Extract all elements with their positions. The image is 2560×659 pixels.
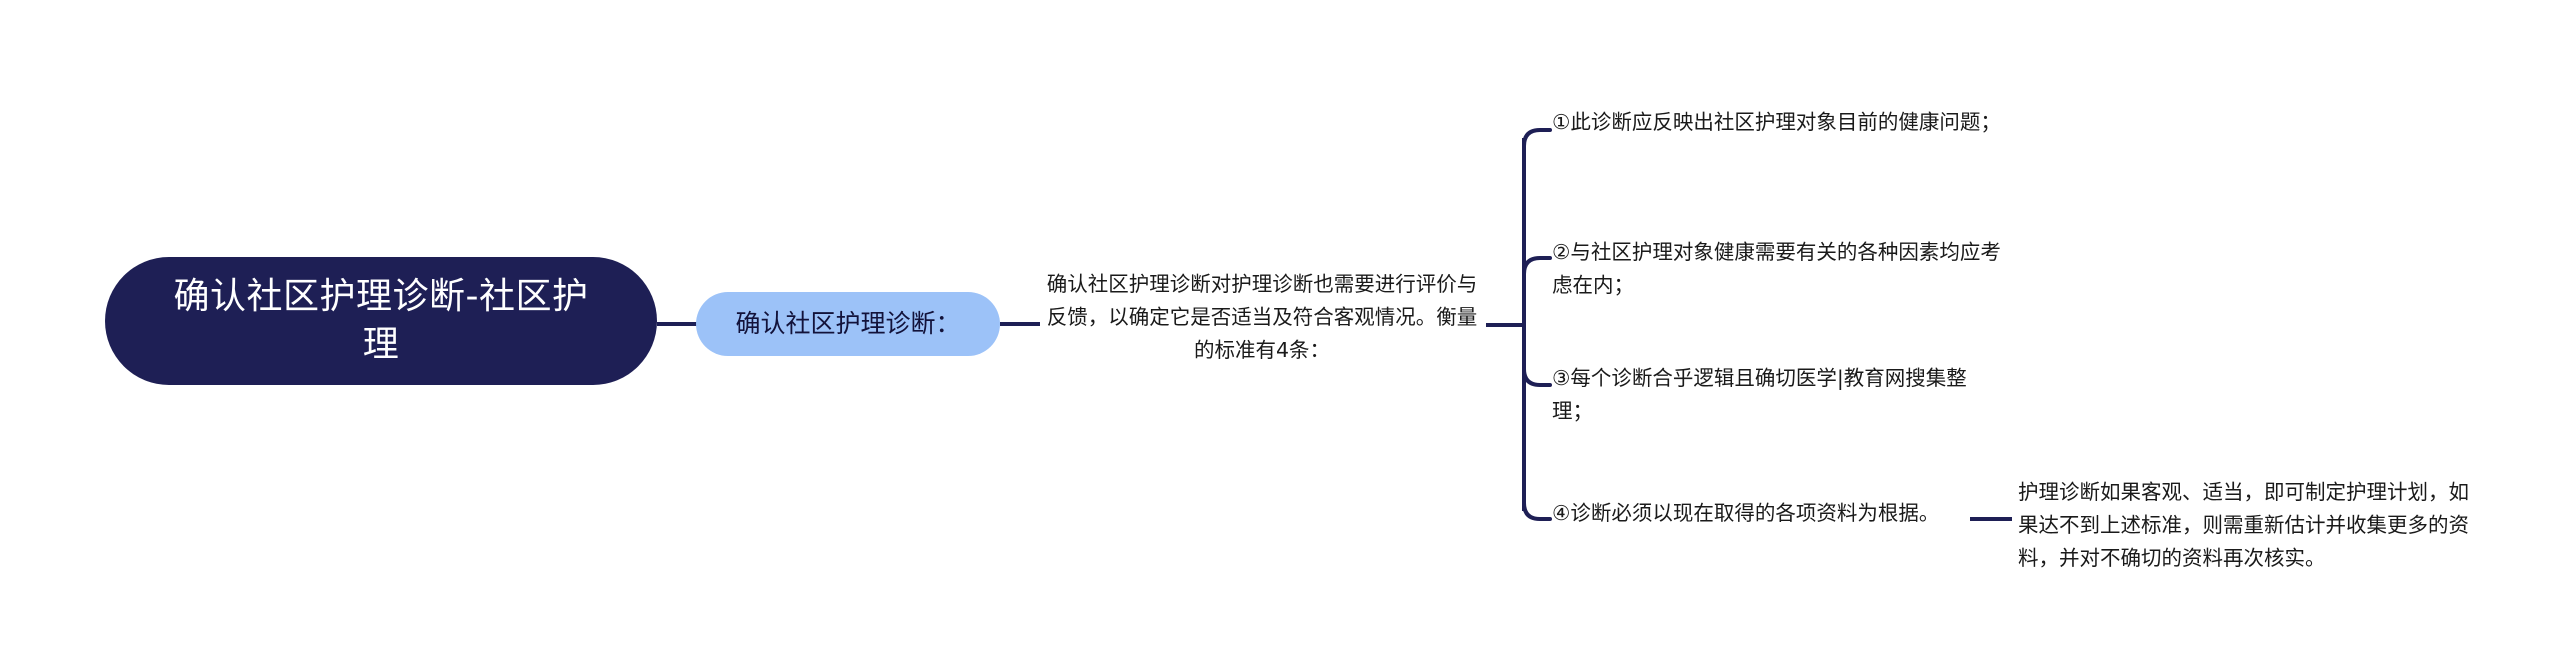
criterion-item-4: ④诊断必须以现在取得的各项资料为根据。 [1552,501,1940,525]
connector-branch-1 [1522,128,1552,148]
level2-node[interactable]: 确认社区护理诊断： [696,292,1000,356]
connector-branch-2 [1522,256,1552,276]
root-node-label: 确认社区护理诊断-社区护理 [173,275,589,365]
description-text: 确认社区护理诊断对护理诊断也需要进行评价与反馈，以确定它是否适当及符合客观情况。… [1046,272,1478,363]
criterion-item-1: ①此诊断应反映出社区护理对象目前的健康问题； [1552,110,2001,134]
level2-node-label: 确认社区护理诊断： [735,309,961,338]
connector-branch-4 [1522,501,1552,521]
conclusion-text: 护理诊断如果客观、适当，即可制定护理计划，如果达不到上述标准，则需重新估计并收集… [2018,480,2469,571]
connector-branch-3 [1522,367,1552,387]
root-node[interactable]: 确认社区护理诊断-社区护理 [105,257,657,385]
criterion-item-2: ②与社区护理对象健康需要有关的各种因素均应考虑在内； [1552,240,2001,298]
criterion-item-3: ③每个诊断合乎逻辑且确切医学|教育网搜集整理； [1552,366,1967,424]
